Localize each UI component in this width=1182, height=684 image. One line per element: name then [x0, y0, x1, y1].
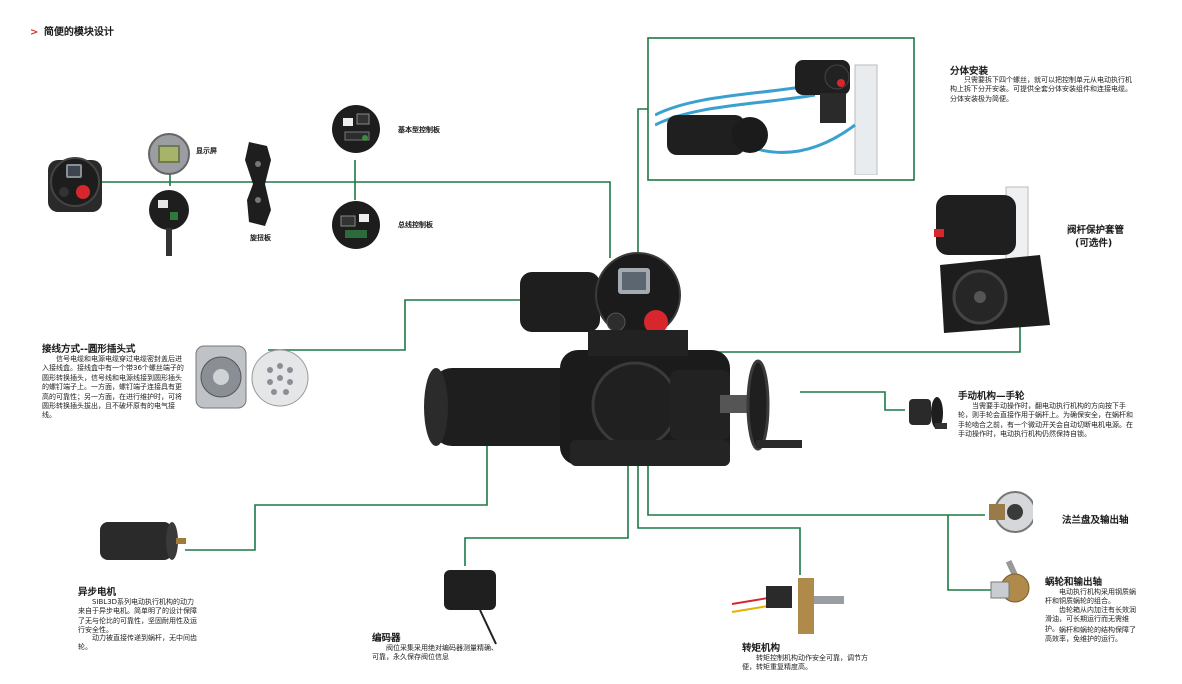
knob-board-image [243, 140, 273, 228]
encoder-image [440, 566, 505, 646]
basic-board-image [331, 104, 381, 154]
encoder-title: 编码器 [372, 633, 401, 644]
wiring-title: 接线方式--圆形插头式 [42, 344, 136, 355]
line-encoder [464, 455, 629, 566]
header-arrow: > [30, 27, 39, 38]
stem-cover-subtitle: (可选件) [1075, 238, 1113, 249]
display-label: 显示屏 [196, 147, 217, 155]
line-top-chain [100, 181, 611, 258]
handwheel-text: 当需要手动操作时，翻电动执行机构的方向按下手轮，则手轮会直接作用于蜗杆上。为确保… [958, 402, 1133, 439]
line-motor [185, 430, 488, 551]
page-title: 简便的模块设计 [43, 27, 114, 38]
handwheel-title: 手动机构—手轮 [958, 391, 1025, 402]
motor-text-2: 动力被直接传递到蜗杆，无中间齿轮。 [78, 634, 197, 652]
motor-title: 异步电机 [78, 587, 117, 598]
worm-image [985, 558, 1040, 608]
flange-image [985, 488, 1036, 536]
flange-title: 法兰盘及输出轴 [1062, 515, 1129, 526]
line-handwheel [800, 391, 905, 411]
torque-title: 转矩机构 [742, 643, 781, 654]
bus-board-label: 总线控制板 [398, 221, 433, 229]
knob-board-label: 旋扭板 [250, 234, 271, 242]
split-install-image [654, 45, 910, 176]
split-install-text: 只需要拆下四个螺丝，就可以把控制单元从电动执行机构上拆下分开安装。可提供全套分体… [950, 76, 1132, 103]
basic-board-label: 基本型控制板 [398, 126, 440, 134]
stem-cover-image [930, 185, 1055, 335]
wiring-text: 信号电缆和电源电缆穿过电缆密封盖后进入接线盒。接线盒中有一个带36个螺丝端子的圆… [42, 355, 184, 420]
stem-cover-title: 阀杆保护套管 [1067, 225, 1125, 236]
motor-text-1: SIBL3D系列电动执行机构的动力来自于异步电机。简单明了的设计保障了无与伦比的… [78, 598, 197, 635]
page-header: > 简便的模块设计 [30, 23, 114, 38]
line-torque [637, 460, 801, 575]
line-worm-branch [947, 515, 1000, 591]
split-install-title: 分体安装 [950, 66, 989, 77]
worm-text-2: 齿轮箱从内加注有长效润滑油，可长期运行而无需维护。 [1045, 606, 1136, 633]
encoder-text: 阀位采集采用绝对编码器测量精确、可靠，永久保存阀位信息 [372, 644, 498, 662]
handwheel-image [905, 393, 950, 433]
display-board-image [146, 188, 192, 258]
torque-image [728, 572, 853, 637]
torque-text: 转矩控制机构动作安全可靠，调节方便，转矩重复精度高。 [742, 654, 868, 672]
wiring-plug-image [190, 340, 310, 418]
bus-board-image [331, 200, 381, 250]
motor-image [96, 518, 188, 564]
control-unit-image [46, 152, 104, 214]
main-actuator-image [420, 250, 810, 480]
display-image [147, 132, 191, 176]
worm-title: 蜗轮和输出轴 [1045, 577, 1103, 588]
line-wiring [268, 299, 522, 351]
line-split-box [637, 108, 648, 262]
worm-text-3: 蜗杆和蜗轮的结构保障了高效率，免维护的运行。 [1045, 626, 1136, 644]
line-flange [647, 455, 985, 516]
worm-text-1: 电动执行机构采用钢质蜗杆和铜质蜗轮的组合。 [1045, 588, 1136, 606]
